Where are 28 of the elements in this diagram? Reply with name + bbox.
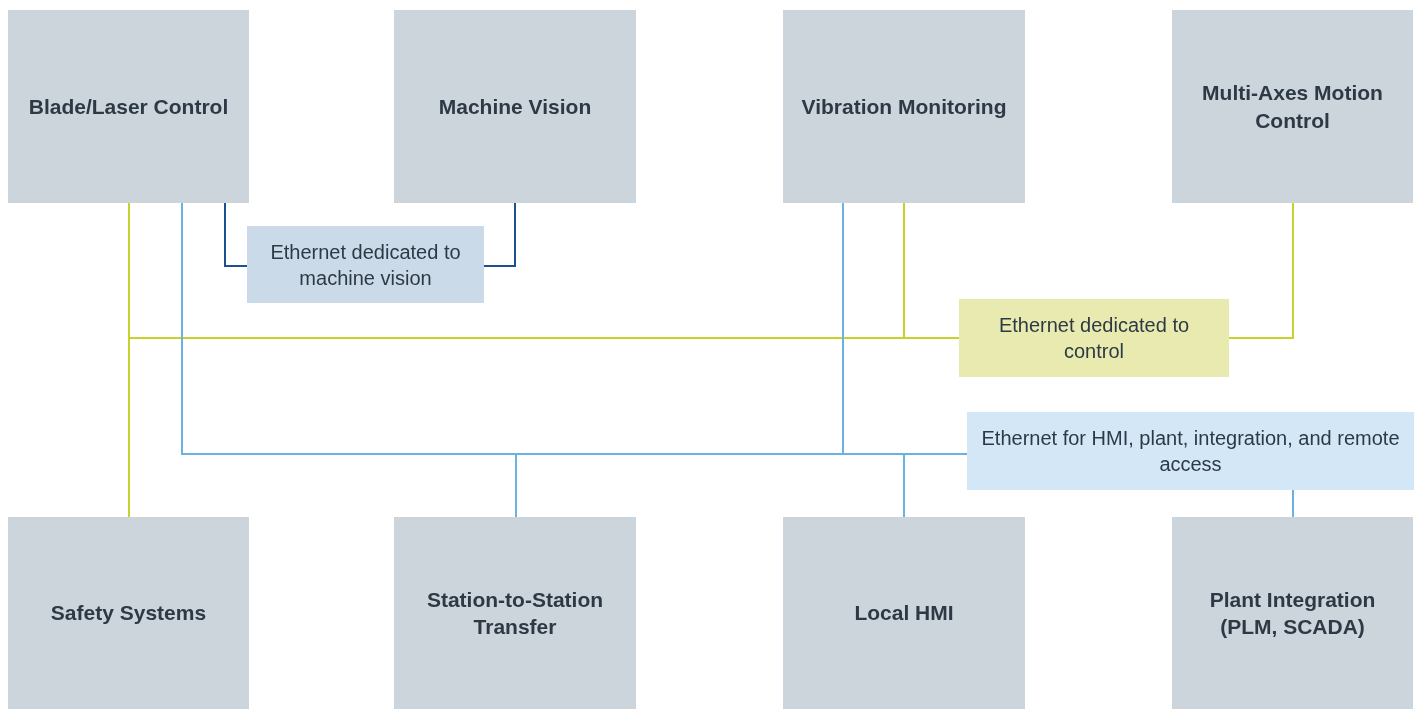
system-box: [8, 517, 249, 709]
network-label-box: [247, 226, 484, 303]
system-box: [783, 10, 1025, 203]
box-label: Station-to-Station Transfer: [425, 586, 605, 640]
network-line: [903, 202, 960, 339]
system-box: [1172, 517, 1413, 709]
box-label: Ethernet dedicated to control: [997, 313, 1191, 364]
system-box: [783, 517, 1025, 709]
network-label-box: [959, 299, 1229, 377]
network-line: [1292, 489, 1294, 518]
system-box: [1172, 10, 1413, 203]
box-label: Safety Systems: [50, 600, 207, 627]
box-label: Local HMI: [854, 600, 954, 627]
network-line: [903, 453, 968, 518]
box-label: Plant Integration (PLM, SCADA): [1208, 586, 1377, 640]
system-box: [394, 10, 636, 203]
box-label: Blade/Laser Control: [28, 93, 229, 120]
box-label: Machine Vision: [438, 93, 592, 120]
network-label-box: [967, 412, 1414, 490]
box-label: Vibration Monitoring: [801, 93, 1007, 120]
box-label: Ethernet dedicated to machine vision: [269, 239, 462, 291]
system-box: [394, 517, 636, 709]
system-box: [8, 10, 249, 203]
network-line: [224, 202, 248, 267]
box-label: Multi-Axes Motion Control: [1201, 80, 1384, 134]
box-label: Ethernet for HMI, plant, integration, and remote access: [981, 426, 1400, 477]
network-line: [1228, 202, 1294, 339]
network-line: [483, 202, 516, 267]
